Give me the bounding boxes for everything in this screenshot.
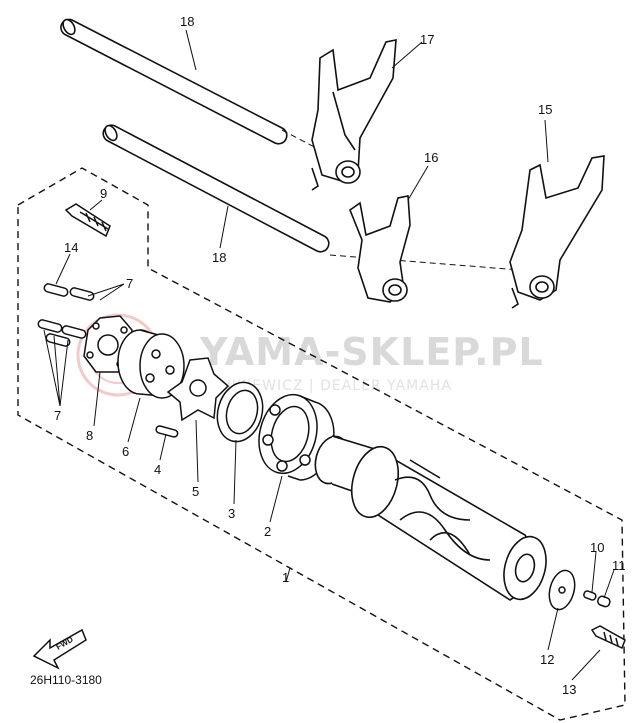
callout-1: 1 [282, 570, 289, 585]
callout-17: 17 [420, 32, 434, 47]
shift-fork-16 [349, 195, 411, 303]
shift-fork-15 [509, 155, 605, 309]
callout-7-upper: 7 [126, 276, 133, 291]
callout-18-lower: 18 [212, 250, 226, 265]
spring-11 [597, 595, 611, 608]
star-plate-5 [166, 357, 230, 422]
shift-fork-17 [311, 39, 397, 191]
plate-12 [548, 569, 576, 611]
callout-7-lower: 7 [54, 408, 61, 423]
fwd-arrow-icon: FWD [32, 628, 87, 670]
screw-9 [64, 203, 111, 238]
segment-6 [117, 329, 185, 399]
callout-18-upper: 18 [180, 14, 194, 29]
pins-7 [37, 283, 95, 347]
part-code: 26H110-3180 [30, 673, 102, 687]
screw-13 [590, 625, 626, 650]
shift-rod-upper [60, 18, 288, 145]
pin-10 [583, 590, 597, 601]
callout-13: 13 [562, 682, 576, 697]
callout-12: 12 [540, 652, 554, 667]
callout-5: 5 [192, 484, 199, 499]
callout-10: 10 [590, 540, 604, 555]
shift-rod-lower [102, 124, 330, 253]
callout-4: 4 [154, 462, 161, 477]
leader-lines [43, 29, 615, 681]
callouts: 18 17 15 16 18 9 14 7 7 8 6 4 5 3 2 1 10… [54, 14, 626, 697]
watermark-brand: YAMA-SKLEP.PL [199, 330, 544, 374]
callout-14: 14 [64, 240, 78, 255]
callout-9: 9 [100, 186, 107, 201]
shift-drum-1 [314, 435, 547, 601]
callout-16: 16 [424, 150, 438, 165]
watermark: YAMA-SKLEP.PL BUJKIEWICZ | DEALER YAMAHA [76, 313, 544, 397]
assembly-outline [17, 167, 626, 721]
callout-8: 8 [86, 428, 93, 443]
pin-4 [155, 425, 179, 438]
watermark-dealer: BUJKIEWICZ | DEALER YAMAHA [210, 378, 452, 394]
callout-3: 3 [228, 506, 235, 521]
bearing-2 [258, 393, 335, 481]
callout-11: 11 [612, 558, 626, 573]
callout-2: 2 [264, 524, 271, 539]
callout-6: 6 [122, 444, 129, 459]
callout-15: 15 [538, 102, 552, 117]
washer-3 [216, 381, 264, 443]
